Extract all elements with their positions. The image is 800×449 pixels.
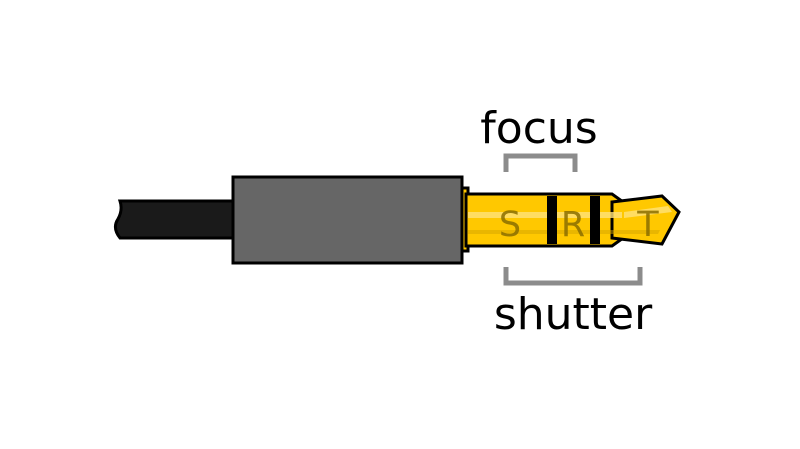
insulator-ring-1: [547, 196, 557, 244]
segment-label-sleeve: S: [499, 205, 521, 245]
plug-highlight: [468, 212, 622, 218]
focus-bracket: [503, 153, 578, 172]
focus-label: focus: [480, 103, 597, 154]
tip-highlight: [624, 206, 672, 218]
segment-label-tip: T: [636, 205, 659, 245]
plug-sleeve-ring: [464, 192, 628, 248]
insulator-ring-2: [590, 196, 600, 244]
shutter-label: shutter: [494, 289, 653, 340]
plug-housing: [231, 175, 464, 265]
plug-shade: [468, 230, 660, 234]
cable: [113, 199, 238, 240]
segment-label-ring: R: [561, 205, 585, 245]
shutter-bracket: [503, 267, 643, 286]
